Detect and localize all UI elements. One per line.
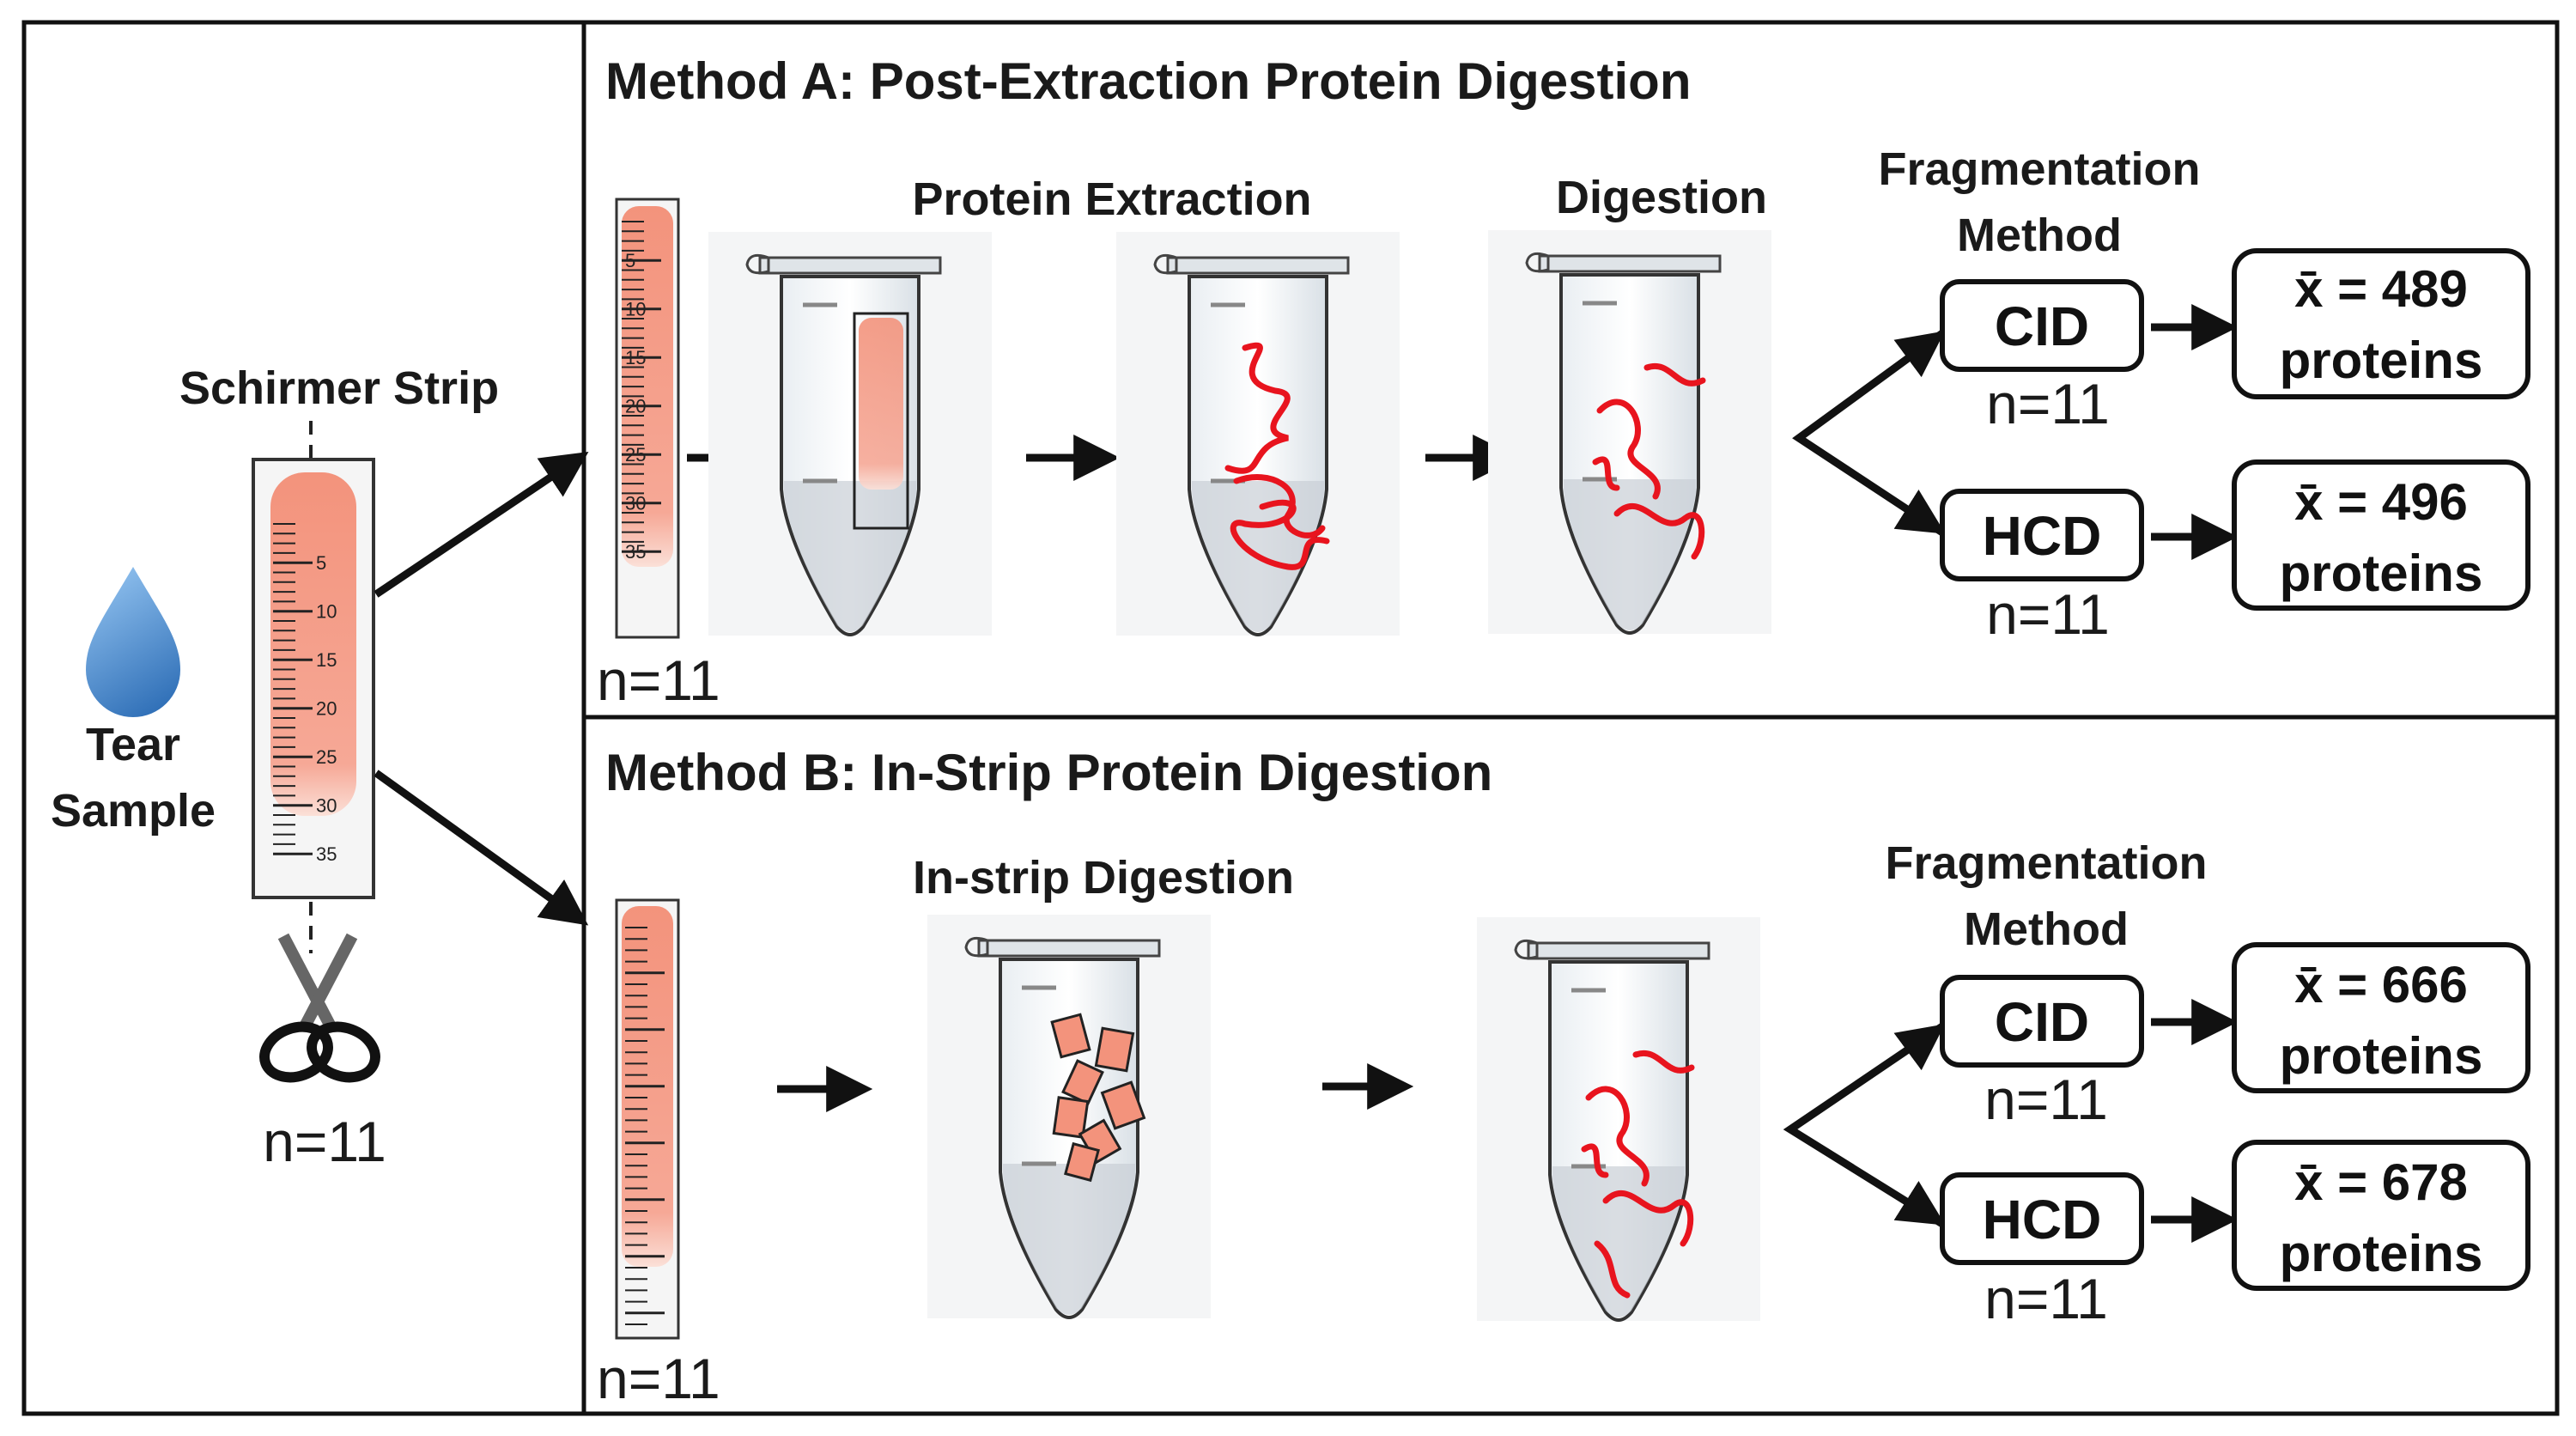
method-a-cid-result-box <box>2232 248 2530 399</box>
method-a-hcd-box <box>1940 489 2144 581</box>
method-a-hcd-n: n=11 <box>1986 582 2110 646</box>
method-a-strip: 5 10 15 20 25 30 35 <box>615 198 680 639</box>
method-a-tube-extraction <box>708 232 992 636</box>
method-a-hcd-label: HCD <box>1983 505 2102 567</box>
method-a-strip-tick-label: 15 <box>625 347 646 368</box>
method-b-branch-arrow-hcd <box>1893 1181 1946 1226</box>
method-a-cid-mean: x̄ = 489 <box>2294 260 2468 318</box>
method-a-strip-n: n=11 <box>597 648 720 712</box>
tear-label-line2: Sample <box>51 785 216 837</box>
method-a-strip-tick-label: 30 <box>625 493 646 514</box>
scissors-icon <box>259 933 380 1083</box>
method-b-cid-n: n=11 <box>1984 1068 2108 1131</box>
arrow-to-method-b <box>374 770 589 926</box>
method-b-tube-digestion <box>1477 917 1760 1321</box>
method-a-cid-n: n=11 <box>1986 372 2110 435</box>
method-b-step-digestion: In-strip Digestion <box>913 852 1294 904</box>
schirmer-strip-tick-label: 25 <box>316 746 337 768</box>
method-a-step-digestion: Digestion <box>1556 172 1767 223</box>
method-b-tube-strip-pieces <box>927 915 1211 1318</box>
method-a-cid-unit: proteins <box>2280 332 2483 389</box>
method-a-step-extraction: Protein Extraction <box>912 173 1311 225</box>
method-a-hcd-unit: proteins <box>2280 545 2483 602</box>
method-a-branch-arrow-hcd <box>1893 490 1946 534</box>
method-b-frag-line1: Fragmentation <box>1885 837 2207 889</box>
schirmer-n: n=11 <box>263 1110 386 1173</box>
method-b-branch-arrow-cid <box>1893 1024 1946 1071</box>
tear-drop-icon <box>86 567 180 717</box>
method-b-strip-n: n=11 <box>597 1347 720 1410</box>
schirmer-strip-tick-label: 30 <box>316 795 337 817</box>
method-a-hcd-result-box <box>2232 459 2530 611</box>
method-a-tube-digestion <box>1488 230 1771 634</box>
schirmer-strip-tick-label: 20 <box>316 698 337 720</box>
method-a-strip-tick-label: 5 <box>625 250 635 271</box>
method-b-title: Method B: In-Strip Protein Digestion <box>605 744 1492 801</box>
method-a-strip-tick-label: 10 <box>625 299 646 320</box>
method-a-hcd-mean: x̄ = 496 <box>2294 473 2468 531</box>
method-b-cid-result-box <box>2232 942 2530 1093</box>
arrow-to-method-a <box>374 451 589 598</box>
method-a-strip-tick-label: 35 <box>625 541 646 563</box>
method-a-strip-tick-label: 20 <box>625 396 646 417</box>
method-a-branch-arrow-cid <box>1893 331 1946 378</box>
schirmer-strip-tick-label: 35 <box>316 843 337 865</box>
method-a-cid-label: CID <box>1995 295 2089 357</box>
method-b-hcd-n: n=11 <box>1984 1267 2108 1330</box>
method-a-tube-proteins <box>1116 232 1400 636</box>
method-b-cid-mean: x̄ = 666 <box>2294 956 2468 1013</box>
schirmer-strip-label: Schirmer Strip <box>179 362 499 414</box>
method-b-hcd-mean: x̄ = 678 <box>2294 1153 2468 1211</box>
method-a-title: Method A: Post-Extraction Protein Digest… <box>605 52 1691 110</box>
method-b-branch <box>1783 1023 1945 1227</box>
schirmer-strip-tick-label: 15 <box>316 649 337 671</box>
method-a-frag-line1: Fragmentation <box>1878 143 2200 195</box>
method-b-hcd-box <box>1940 1172 2144 1265</box>
method-a-strip-tick-label: 25 <box>625 444 646 465</box>
strip-scale: 5 10 15 20 25 30 35 <box>273 523 337 865</box>
method-b-hcd-label: HCD <box>1983 1189 2102 1250</box>
schirmer-strip-tick-label: 10 <box>316 601 337 623</box>
schirmer-strip-tick-label: 5 <box>316 552 326 574</box>
tear-label-line1: Tear <box>86 719 180 770</box>
method-b-cid-box <box>1940 975 2144 1068</box>
schirmer-strip: 5 10 15 20 25 30 35 <box>252 458 375 899</box>
method-b-hcd-unit: proteins <box>2280 1225 2483 1282</box>
method-a-frag-line2: Method <box>1957 210 2122 261</box>
method-a-cid-box <box>1940 279 2144 372</box>
method-b-strip <box>615 898 680 1340</box>
method-b-frag-line2: Method <box>1964 904 2129 955</box>
method-b-cid-label: CID <box>1995 991 2089 1053</box>
method-a-branch <box>1792 330 1945 536</box>
method-b-hcd-result-box <box>2232 1140 2530 1291</box>
method-b-cid-unit: proteins <box>2280 1027 2483 1085</box>
